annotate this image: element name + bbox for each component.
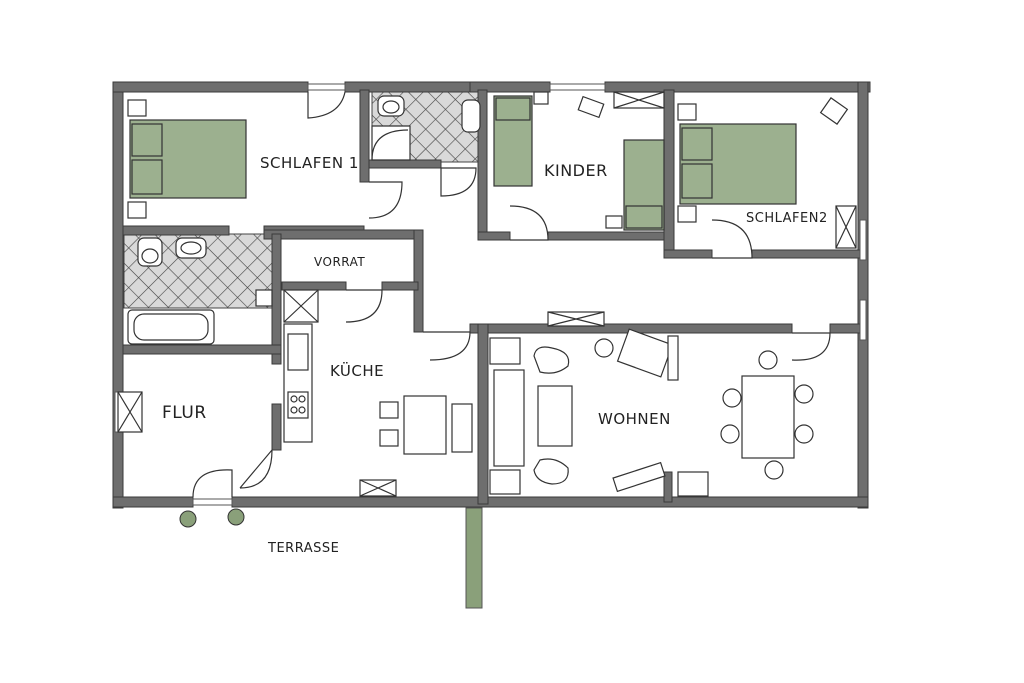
doors [192,91,831,498]
bed-schlafen1 [127,99,247,219]
interior-walls [122,89,861,505]
label-wohnen: WOHNEN [598,410,671,428]
label-kueche: KÜCHE [330,361,384,380]
label-vorrat: VORRAT [314,255,365,269]
kitchen-furniture [283,289,473,455]
bed-kinder-1 [493,91,549,187]
terrace-plants [179,507,483,609]
bathroom-fixtures [127,95,481,345]
bed-schlafen2 [677,103,797,223]
label-kinder: KINDER [544,161,608,180]
living-furniture [489,328,814,497]
label-schlafen2: SCHLAFEN2 [746,211,828,226]
bed-kinder-2 [605,139,665,231]
label-flur: FLUR [162,403,207,423]
misc-furniture [117,91,857,497]
label-terrasse: TERRASSE [267,541,339,556]
label-schlafen1: SCHLAFEN 1 [260,154,359,172]
